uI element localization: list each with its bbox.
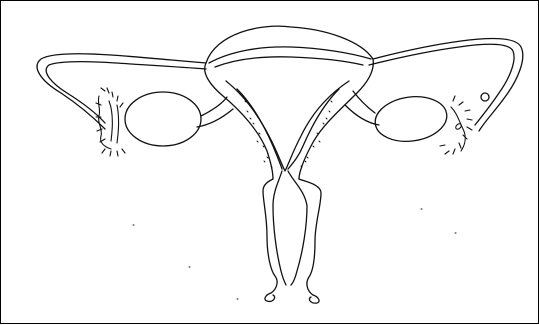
endometrium-lining-left [237,89,282,169]
right-fimbriae [440,96,472,154]
left-ovary [125,92,201,146]
fundus-band-outer [209,47,371,63]
left-fimbriae [96,88,125,156]
cervical-canal-right [288,171,307,285]
uterus-outer-outline [205,26,374,179]
right-ovarian-ligament [353,91,375,113]
left-ovarian-ligament [201,97,227,116]
uterine-cavity [226,81,349,171]
vaginal-fold-right [309,295,319,303]
left-fallopian-tube-outer [37,54,206,129]
cervical-canal-left [273,171,286,285]
right-fallopian-tube-outer [373,39,523,131]
right-ovary [372,92,449,146]
fundus-band-inner [215,57,363,67]
right-follicle [481,93,489,101]
background-specks [133,209,456,299]
left-ligament-lower [197,109,233,127]
vaginal-fold-left [265,293,275,301]
right-ligament-lower [345,105,379,125]
cervix-right-wall [299,179,321,295]
